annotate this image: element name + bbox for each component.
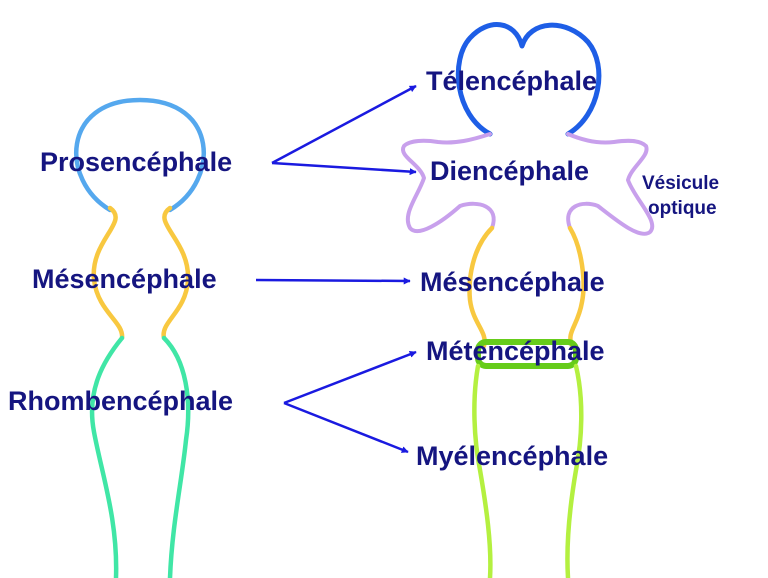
label-mesencephale-right: Mésencéphale <box>420 267 605 297</box>
label-myelencephale: Myélencéphale <box>416 441 609 471</box>
mesencephalon-vesicle-right-left-wall <box>467 225 495 349</box>
label-optique: optique <box>648 198 717 219</box>
mesencephalon-vesicle-right-wall <box>161 205 191 341</box>
metencephalon-band <box>475 339 579 369</box>
arrow-rhombencephale-to-myelencephale <box>283 401 409 454</box>
myelencephalon-vesicle-left-wall <box>472 363 493 578</box>
label-vesicule: Vésicule <box>642 173 720 194</box>
diencephalon-vesicle-left <box>401 132 496 234</box>
label-prosencephale: Prosencéphale <box>40 147 233 177</box>
label-metencephale: Métencéphale <box>426 336 605 366</box>
label-mesencephale-left: Mésencéphale <box>32 264 217 294</box>
arrow-prosencephale-to-telencephale <box>271 84 417 165</box>
diencephalon-vesicle-right <box>566 132 655 236</box>
label-diencephale: Diencéphale <box>430 156 590 186</box>
label-telencephale: Télencéphale <box>426 66 598 96</box>
telencephalon-vesicle <box>455 22 602 137</box>
myelencephalon-vesicle-right-wall <box>565 363 584 578</box>
arrow-mesencephale-to-mesencephale <box>255 277 411 285</box>
rhombencephalon-vesicle-right-wall <box>161 335 191 578</box>
rhombencephalon-vesicle-left-wall <box>89 335 125 578</box>
label-rhombencephale: Rhombencéphale <box>8 386 234 416</box>
arrow-rhombencephale-to-metencephale <box>283 350 417 405</box>
mesencephalon-vesicle-left-wall <box>91 205 125 341</box>
prosencephalon-vesicle <box>74 97 206 213</box>
mesencephalon-vesicle-right-right-wall <box>567 225 586 349</box>
arrow-prosencephale-to-diencephale <box>271 161 417 176</box>
